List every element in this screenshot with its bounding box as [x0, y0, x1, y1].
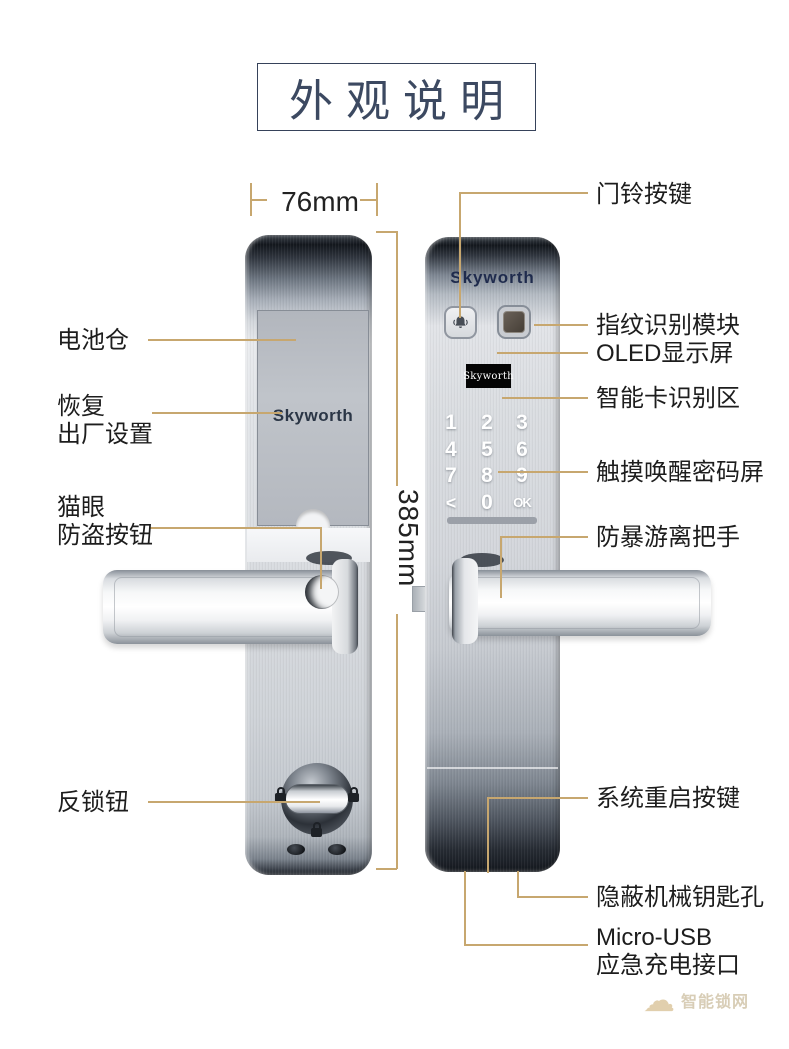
peephole-anti-theft-button[interactable] — [305, 575, 339, 609]
key-3[interactable]: 3 — [516, 411, 528, 434]
label-usb-2: 应急充电接口 — [596, 952, 740, 979]
front-handle-outline — [460, 577, 700, 629]
back-brand-logo: Skyworth — [272, 406, 354, 425]
width-dim-tick-right — [376, 183, 378, 216]
height-dim-tick-bottom — [376, 868, 397, 870]
fingerprint-sensor-icon — [503, 311, 525, 333]
front-handle-mount — [452, 558, 478, 644]
watermark: ☁ 智能锁网 — [643, 984, 749, 1016]
connector-keyhole-v — [517, 871, 519, 897]
key-2[interactable]: 2 — [481, 411, 493, 434]
doorbell-button[interactable] — [444, 306, 477, 339]
connector-deadbolt — [148, 801, 320, 803]
label-factory-reset-2: 出厂设置 — [57, 421, 153, 448]
width-dim-line-left — [250, 199, 267, 201]
connector-doorbell-v — [459, 192, 461, 318]
bell-icon — [453, 316, 468, 329]
connector-peephole-v — [320, 527, 322, 589]
key-7[interactable]: 7 — [445, 464, 457, 487]
label-peephole-2: 防盗按钮 — [57, 522, 153, 549]
connector-usb-h — [464, 944, 588, 946]
key-5[interactable]: 5 — [481, 438, 493, 461]
card-reader-bar — [447, 517, 537, 524]
key-0[interactable]: 0 — [481, 491, 493, 514]
connector-factory-reset — [152, 412, 282, 414]
label-usb-1: Micro-USB — [596, 924, 713, 951]
key-8[interactable]: 8 — [481, 464, 493, 487]
screw — [287, 844, 305, 855]
height-dim-line-lower — [396, 614, 398, 869]
label-touch-keypad: 触摸唤醒密码屏 — [596, 459, 764, 486]
connector-oled — [497, 352, 588, 354]
oled-display: Skyworth — [463, 364, 514, 388]
connector-fingerprint — [534, 324, 588, 326]
key-ok[interactable]: OK — [513, 495, 532, 510]
label-handle: 防暴游离把手 — [596, 524, 740, 551]
front-handle[interactable] — [449, 570, 711, 636]
label-keyhole: 隐蔽机械钥匙孔 — [596, 884, 764, 911]
height-dim-line-upper — [396, 231, 398, 486]
front-brand-logo: Skyworth — [450, 268, 535, 287]
watermark-text: 智能锁网 — [681, 994, 750, 1011]
key-back[interactable]: < — [445, 493, 457, 513]
key-4[interactable]: 4 — [445, 438, 457, 461]
connector-handle-h — [500, 536, 588, 538]
key-1[interactable]: 1 — [445, 411, 457, 434]
height-dimension: 385mm — [393, 489, 424, 588]
connector-peephole-h — [150, 527, 322, 529]
connector-touch-keypad — [498, 471, 588, 473]
connector-handle-v — [500, 536, 502, 598]
width-dim-line-right — [360, 199, 377, 201]
width-dimension: 76mm — [281, 186, 359, 217]
label-smart-card: 智能卡识别区 — [596, 385, 740, 412]
page-title: 外观说明 — [289, 77, 517, 126]
label-doorbell: 门铃按键 — [596, 181, 692, 208]
label-fingerprint: 指纹识别模块 — [596, 312, 740, 339]
label-restart: 系统重启按键 — [596, 785, 740, 812]
battery-cover — [257, 310, 369, 526]
front-body-seam — [427, 767, 558, 769]
label-deadbolt: 反锁钮 — [57, 789, 129, 816]
back-handle-mount — [332, 559, 358, 654]
connector-keyhole-h — [517, 896, 588, 898]
key-6[interactable]: 6 — [516, 438, 528, 461]
connector-usb-v — [464, 871, 466, 945]
deadbolt-thumb-turn[interactable] — [285, 784, 349, 814]
locked-icon — [275, 787, 286, 802]
oled-text: Skyworth — [463, 370, 514, 382]
connector-restart-h — [487, 797, 588, 799]
connector-battery — [148, 339, 296, 341]
connector-restart-v — [487, 797, 489, 873]
label-battery: 电池仓 — [57, 327, 129, 354]
connector-smartcard — [502, 397, 588, 399]
cloud-icon: ☁ — [643, 982, 675, 1018]
height-dim-tick-top — [376, 231, 397, 233]
screw — [328, 844, 346, 855]
key-9[interactable]: 9 — [516, 464, 528, 487]
unlocked-icon — [348, 787, 359, 802]
page-title-box: 外观说明 — [257, 63, 536, 131]
label-oled: OLED显示屏 — [596, 340, 734, 367]
connector-doorbell-h — [459, 192, 588, 194]
lock-status-icon — [311, 822, 322, 837]
label-peephole-1: 猫眼 — [57, 494, 105, 521]
fingerprint-module[interactable] — [497, 305, 531, 339]
label-factory-reset-1: 恢复 — [57, 393, 105, 420]
